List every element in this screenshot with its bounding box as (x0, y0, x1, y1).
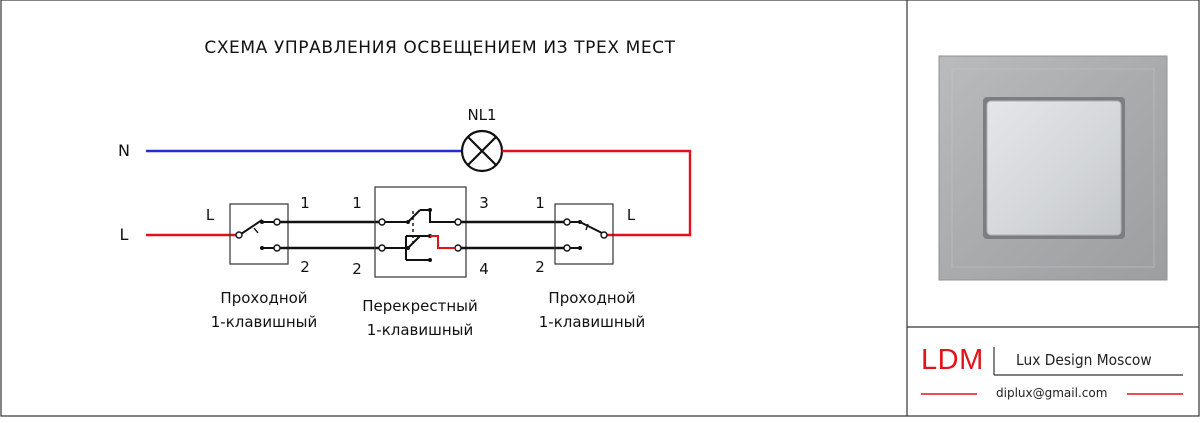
diagram-title: СХЕМА УПРАВЛЕНИЯ ОСВЕЩЕНИЕМ ИЗ ТРЕХ МЕСТ (204, 38, 675, 58)
neutral-label: N (118, 141, 130, 160)
switch-right (554, 203, 614, 265)
switch-left-terminal-2: 2 (300, 258, 310, 276)
switch-right-caption-1: Проходной (548, 289, 635, 307)
switch-cross-caption-2: 1-клавишный (367, 321, 474, 339)
switch-left (229, 203, 289, 265)
lamp-symbol (460, 129, 504, 173)
switch-product-image (938, 55, 1168, 281)
switch-cross (374, 186, 467, 278)
switch-left-caption-1: Проходной (220, 289, 307, 307)
switch-left-terminal-1: 1 (300, 194, 310, 212)
switch-right-terminal-2: 2 (535, 258, 545, 276)
contact-email: diplux@gmail.com (996, 386, 1108, 400)
switch-cross-caption-1: Перекрестный (362, 297, 477, 315)
switch-cross-terminal-3: 3 (479, 194, 489, 212)
lamp-label: NL1 (467, 106, 496, 124)
switch-right-terminal-l: L (627, 206, 636, 224)
company-name: Lux Design Moscow (1016, 351, 1152, 369)
switch-left-caption-2: 1-клавишный (211, 313, 318, 331)
switch-right-terminal-1: 1 (535, 194, 545, 212)
switch-cross-terminal-2: 2 (352, 260, 362, 278)
ldm-logo: LDM (921, 344, 984, 376)
switch-left-terminal-l: L (206, 206, 215, 224)
switch-right-caption-2: 1-клавишный (539, 313, 646, 331)
lamp-return-wire (502, 149, 692, 237)
switch-cross-terminal-4: 4 (479, 260, 489, 278)
switch-cross-terminal-1: 1 (352, 194, 362, 212)
line-label: L (120, 225, 129, 244)
